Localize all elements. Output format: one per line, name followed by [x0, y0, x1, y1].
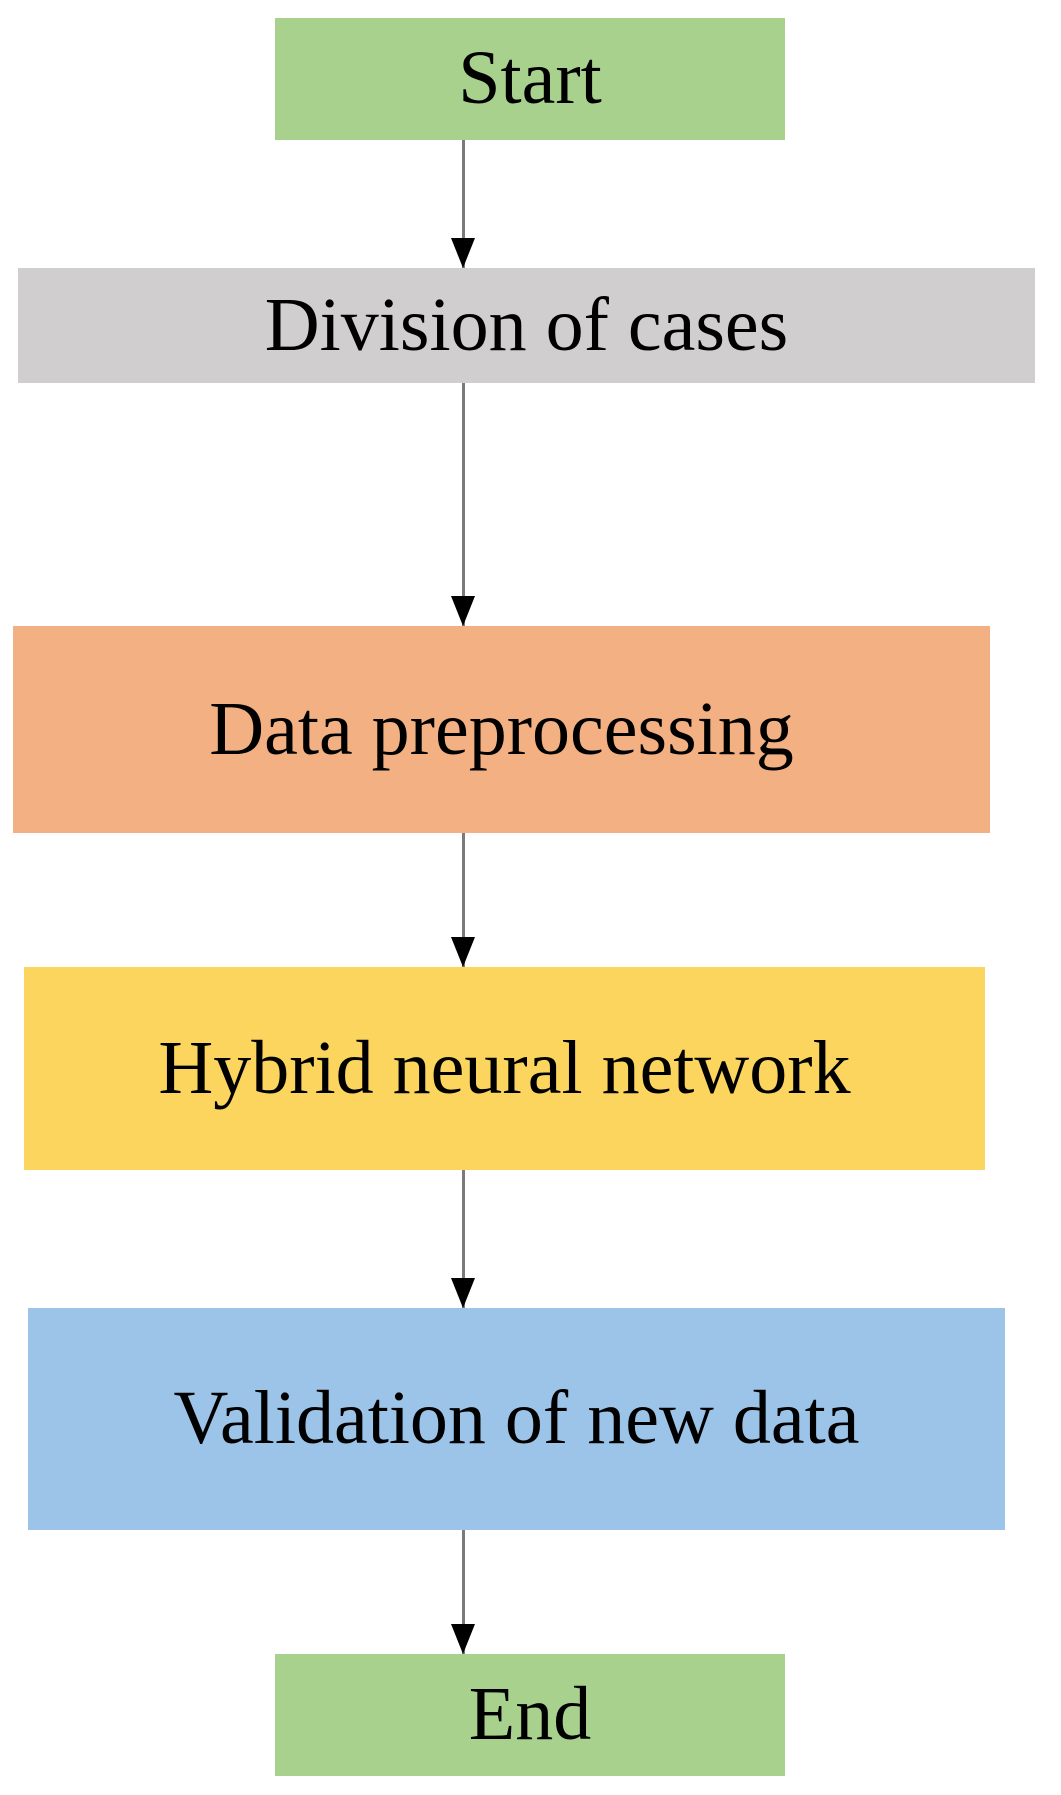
connector-line	[462, 383, 465, 626]
node-validation-of-new-data-label: Validation of new data	[173, 1376, 860, 1461]
arrowhead-down-icon	[451, 1278, 475, 1308]
node-start[interactable]: Start	[275, 18, 785, 140]
arrowhead-down-icon	[451, 596, 475, 626]
node-division-of-cases[interactable]: Division of cases	[18, 268, 1035, 383]
node-end-label: End	[468, 1672, 592, 1757]
node-validation-of-new-data[interactable]: Validation of new data	[28, 1308, 1005, 1530]
node-end[interactable]: End	[275, 1654, 785, 1776]
node-data-preprocessing[interactable]: Data preprocessing	[13, 626, 990, 833]
connector-line	[462, 140, 465, 268]
arrowhead-down-icon	[451, 238, 475, 268]
arrowhead-down-icon	[451, 1624, 475, 1654]
node-data-preprocessing-label: Data preprocessing	[209, 686, 794, 771]
connector-line	[462, 833, 465, 967]
connector-line	[462, 1170, 465, 1308]
node-start-label: Start	[458, 36, 602, 121]
node-hybrid-neural-network-label: Hybrid neural network	[158, 1025, 851, 1110]
node-division-of-cases-label: Division of cases	[264, 282, 789, 367]
node-hybrid-neural-network[interactable]: Hybrid neural network	[24, 967, 985, 1170]
connector-line	[462, 1530, 465, 1654]
arrowhead-down-icon	[451, 937, 475, 967]
